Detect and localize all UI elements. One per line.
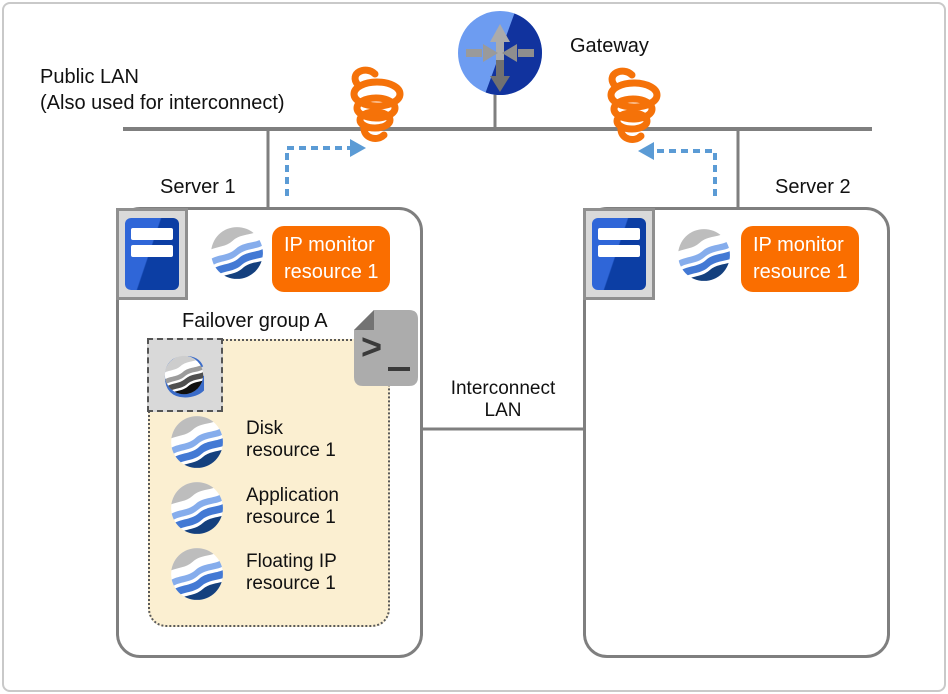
resource-line1: Disk (246, 418, 283, 439)
resource-sphere-icon (170, 415, 224, 469)
group-g-glyph: G (162, 345, 207, 409)
interconnect-lan-label: Interconnect LAN (443, 378, 563, 422)
server-icon (125, 218, 179, 290)
resource-sphere-icon (170, 481, 224, 535)
floating-ip-resource-label: Floating IP resource 1 (246, 551, 362, 595)
ip-monitor-line1: IP monitor (284, 234, 375, 256)
resource-line1: Application (246, 485, 339, 506)
application-resource-label: Application resource 1 (246, 485, 362, 529)
server2-label: Server 2 (775, 176, 851, 198)
resource-sphere-icon (170, 547, 224, 601)
ip-monitor-line2: resource 1 (284, 261, 379, 283)
public-lan-label: Public LAN (Also used for interconnect) (40, 64, 285, 116)
resource-sphere-icon (677, 228, 731, 282)
script-terminal-icon: > (354, 310, 418, 386)
server2-ip-monitor-box: IP monitor resource 1 (741, 226, 859, 292)
ip-monitor-line1: IP monitor (753, 234, 844, 256)
server1-ip-monitor-box: IP monitor resource 1 (272, 226, 390, 292)
server1-icon (116, 208, 188, 300)
resource-line2: resource 1 (246, 573, 336, 594)
server1-label: Server 1 (160, 176, 236, 198)
resource-line2: resource 1 (246, 507, 336, 528)
svg-text:>: > (361, 326, 382, 367)
resource-line2: resource 1 (246, 440, 336, 461)
public-lan-line1: Public LAN (40, 66, 139, 88)
server2-icon (583, 208, 655, 300)
interconnect-line2: LAN (484, 400, 522, 421)
interconnect-line1: Interconnect (450, 378, 556, 399)
ip-monitor-line2: resource 1 (753, 261, 848, 283)
resource-line1: Floating IP (246, 551, 337, 572)
server-icon (592, 218, 646, 290)
failover-group-title: Failover group A (182, 310, 328, 332)
disk-resource-label: Disk resource 1 (246, 418, 362, 462)
group-g-icon: G (147, 338, 223, 412)
resource-sphere-icon (210, 226, 264, 280)
public-lan-line2: (Also used for interconnect) (40, 92, 285, 114)
gateway-label: Gateway (570, 35, 649, 57)
